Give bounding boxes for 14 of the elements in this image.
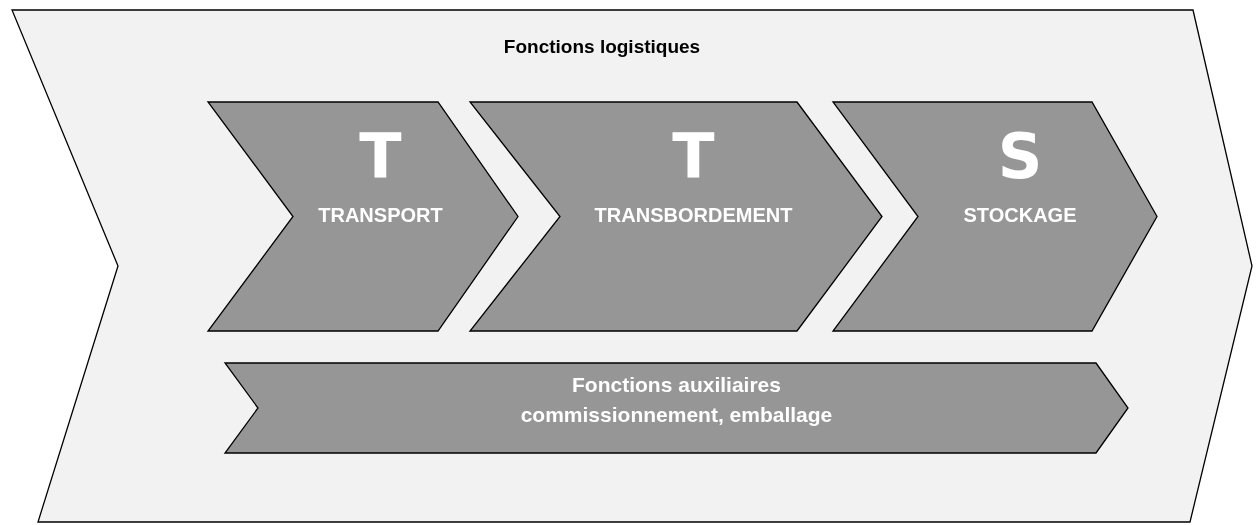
chevron-label: TRANSPORT xyxy=(317,204,444,227)
chevron-letter: S xyxy=(996,120,1044,193)
chevron-label: STOCKAGE xyxy=(962,204,1078,227)
chevron-label: TRANSBORDEMENT xyxy=(593,204,794,227)
chevron-letter: T xyxy=(358,120,403,193)
chevron-letter: T xyxy=(671,120,716,193)
frame-banner xyxy=(10,10,1254,522)
process-step-box xyxy=(225,363,1128,453)
process-step-box xyxy=(833,102,1157,331)
process-step-box xyxy=(470,102,882,331)
process-step-box xyxy=(208,102,518,331)
chevron-heading: Fonctions auxiliaires xyxy=(571,373,782,397)
chevron-label: commissionnement, emballage xyxy=(519,403,834,427)
diagram-heading: Fonctions logistiques xyxy=(502,36,702,58)
